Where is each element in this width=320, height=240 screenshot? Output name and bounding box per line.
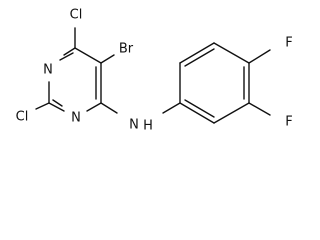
bond-n1-c6-inner xyxy=(59,52,74,61)
bond-c2-c3-aryl xyxy=(179,42,215,64)
bond-c3-c4-aryl xyxy=(213,42,250,64)
bond-c5-c6-aryl xyxy=(213,102,250,124)
bond-c4-f xyxy=(248,49,271,64)
bond-c4-nh xyxy=(100,102,118,114)
bond-c5-br xyxy=(100,54,115,64)
atom-label-br: Br xyxy=(119,42,134,57)
atom-label-h: H xyxy=(143,119,153,134)
bond-c5-f xyxy=(248,102,271,116)
bond-n3-c2 xyxy=(48,102,65,112)
atom-label-cl-left: Cl xyxy=(16,110,29,125)
bond-c6-c1-aryl xyxy=(179,102,215,124)
bond-c2-cl xyxy=(35,102,50,110)
atom-labels: Cl Br N N Cl N H F F xyxy=(16,8,293,134)
bond-c6-c1-aryl-inner xyxy=(184,99,215,118)
bond-nh-c1prime xyxy=(162,102,181,114)
atom-label-f-bottom: F xyxy=(285,115,292,130)
bond-lines xyxy=(35,27,271,124)
atom-label-cl-top: Cl xyxy=(70,8,83,23)
atom-label-f-top: F xyxy=(285,36,292,51)
bond-c2-c3-aryl-inner xyxy=(184,48,215,67)
atom-label-n-upper: N xyxy=(43,63,53,78)
atom-label-nh: N xyxy=(129,118,139,133)
atom-label-n-lower: N xyxy=(71,111,81,126)
bond-c6-c5 xyxy=(74,47,102,64)
bond-n3-c2-inner xyxy=(52,99,63,107)
bond-n1-c6 xyxy=(63,47,76,56)
bond-c4-n3 xyxy=(86,102,102,112)
structural-formula: Cl Br N N Cl N H F F xyxy=(16,8,293,134)
